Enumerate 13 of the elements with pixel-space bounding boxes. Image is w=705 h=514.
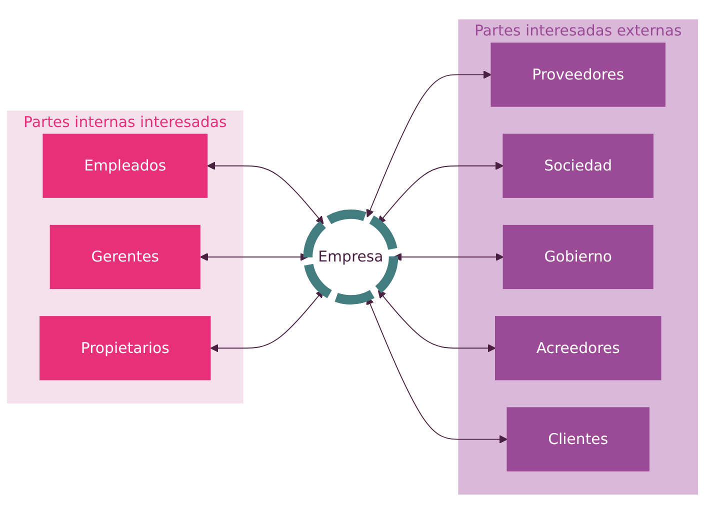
- arrow: [378, 290, 496, 352]
- node-box: Propietarios: [40, 316, 211, 380]
- node-box: Proveedores: [490, 42, 666, 107]
- node-box: Clientes: [506, 407, 650, 472]
- node-box: Gobierno: [502, 224, 654, 290]
- node-circle: Empresa: [303, 210, 398, 304]
- node-box: Empleados: [42, 134, 208, 198]
- arrow: [378, 162, 504, 224]
- node-box: Sociedad: [502, 134, 654, 198]
- arrow: [210, 290, 324, 352]
- node-box: Acreedores: [494, 316, 662, 380]
- arrow: [207, 162, 324, 224]
- node-box: Gerentes: [50, 224, 200, 290]
